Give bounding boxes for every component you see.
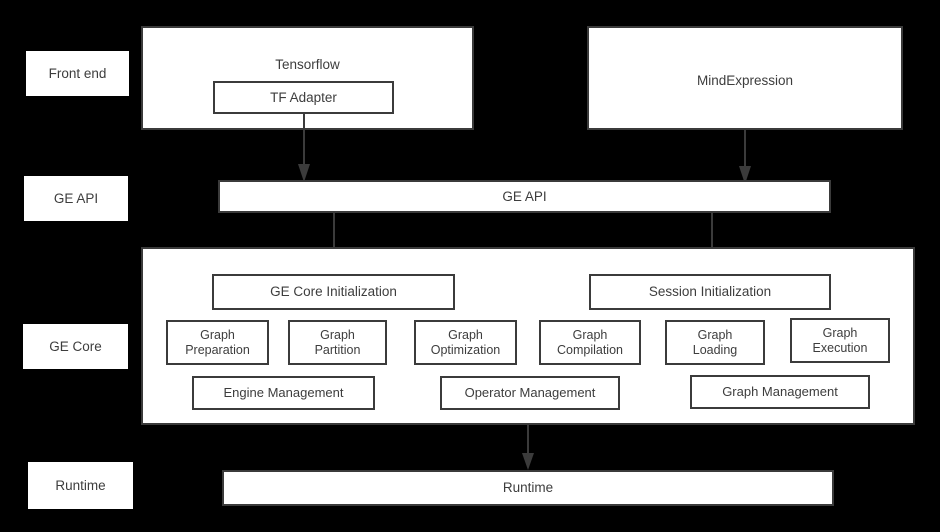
unit-graph-partition[interactable]: Graph Partition [288,320,387,365]
unit-graph-loading[interactable]: Graph Loading [665,320,765,365]
manager-operator-management-label: Operator Management [464,384,596,400]
session-initialization-label: Session Initialization [648,284,772,300]
stage-label-ge-api-text: GE API [53,190,99,206]
mindexpression-title: MindExpression [696,73,794,88]
manager-graph-management-label: Graph Management [722,383,838,399]
tf-adapter-label: TF Adapter [270,89,337,105]
manager-graph-management[interactable]: Graph Management [690,375,870,409]
unit-graph-partition-label: Graph Partition [314,328,361,357]
ge-core-initialization-label: GE Core Initialization [270,284,397,300]
unit-graph-preparation-label: Graph Preparation [185,328,250,357]
unit-graph-execution[interactable]: Graph Execution [790,318,890,363]
manager-engine-management-label: Engine Management [223,384,344,400]
unit-graph-optimization-label: Graph Optimization [430,328,501,357]
unit-graph-loading-label: Graph Loading [692,328,738,357]
stage-label-ge-core: GE Core [23,324,128,369]
manager-operator-management[interactable]: Operator Management [440,376,620,410]
connector-ge-core-to-runtime [522,425,534,470]
stage-label-front-end: Front end [26,51,129,96]
stage-label-ge-api: GE API [24,176,128,221]
stage-label-front-end-text: Front end [48,65,107,81]
mindexpression-frame: MindExpression [587,26,903,130]
runtime-bar[interactable]: Runtime [222,470,834,506]
unit-graph-optimization[interactable]: Graph Optimization [414,320,517,365]
stage-label-runtime-text: Runtime [55,477,106,493]
tf-adapter-box[interactable]: TF Adapter [213,81,394,114]
stage-label-ge-core-text: GE Core [49,338,102,354]
connector-tf-adapter-to-ge-api [298,112,310,182]
unit-graph-compilation[interactable]: Graph Compilation [539,320,641,365]
connector-mindexpression-to-ge-api [739,128,751,184]
runtime-bar-label: Runtime [502,480,554,496]
unit-graph-compilation-label: Graph Compilation [556,328,623,357]
unit-graph-execution-label: Graph Execution [812,326,868,355]
tensorflow-title: Tensorflow [275,57,340,72]
stage-label-runtime: Runtime [28,462,133,509]
manager-engine-management[interactable]: Engine Management [192,376,375,410]
ge-api-bar[interactable]: GE API [218,180,831,213]
session-initialization-box[interactable]: Session Initialization [589,274,831,310]
unit-graph-preparation[interactable]: Graph Preparation [166,320,269,365]
ge-core-initialization-box[interactable]: GE Core Initialization [212,274,455,310]
ge-api-bar-label: GE API [502,188,547,204]
